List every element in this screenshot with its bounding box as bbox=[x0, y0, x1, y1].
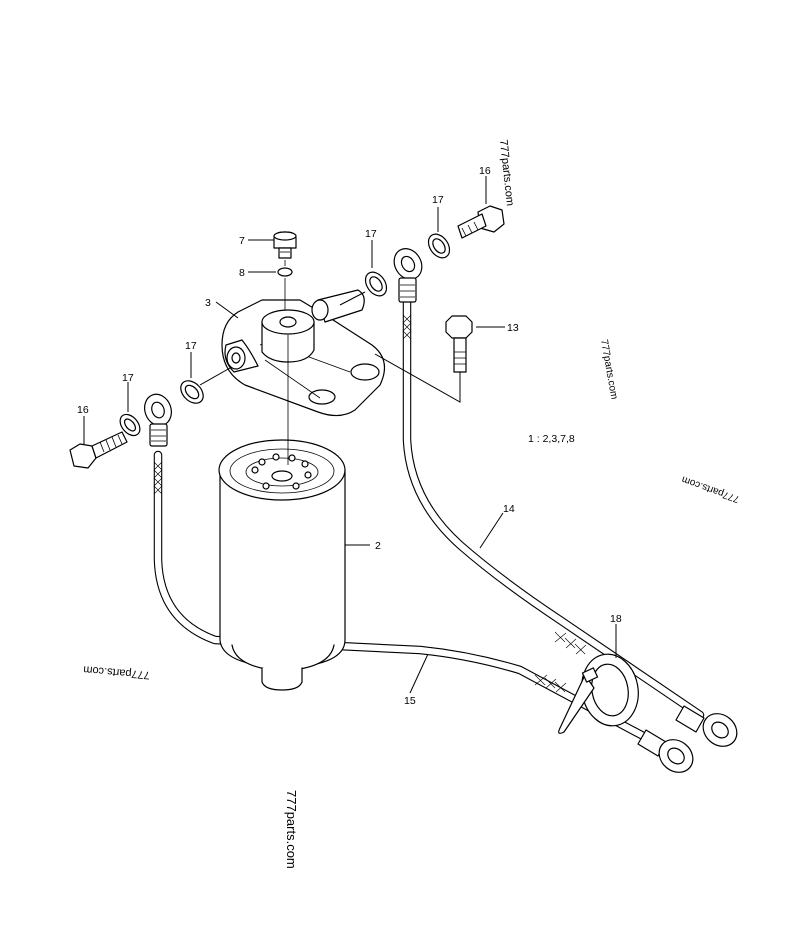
plug-screw-7 bbox=[273, 231, 297, 259]
banjo-eye-pipe-15-upper bbox=[144, 393, 172, 447]
pipe-14-braid-upper bbox=[402, 314, 412, 340]
callout-labels: 7 8 3 17 17 16 13 17 17 16 2 14 15 18 1 … bbox=[77, 165, 622, 707]
o-ring-8 bbox=[277, 267, 293, 277]
watermark-right-upper: 777parts.com bbox=[598, 339, 619, 401]
watermark-left: 777parts.com bbox=[83, 663, 150, 681]
watermark-bottom: 777parts.com bbox=[284, 790, 299, 869]
callout-2: 2 bbox=[375, 540, 381, 552]
callout-17-top-right: 17 bbox=[432, 194, 444, 206]
watermark-right-mid: 777parts.com bbox=[680, 473, 741, 504]
filter-head-bracket bbox=[221, 289, 386, 465]
seal-washer-17-left-head bbox=[180, 380, 204, 404]
hose-clamp-18 bbox=[558, 653, 639, 734]
callout-14: 14 bbox=[503, 503, 515, 515]
seal-washer-17-left-bolt bbox=[119, 413, 141, 437]
banjo-eye-pipe-15-lower bbox=[637, 729, 694, 773]
filter-cartridge bbox=[218, 439, 346, 691]
fuel-pipe-14 bbox=[402, 295, 705, 720]
callout-16-left: 16 bbox=[77, 404, 89, 416]
callout-3: 3 bbox=[205, 297, 211, 309]
seal-washer-17-top-right bbox=[427, 233, 451, 259]
callout-17-head-left: 17 bbox=[185, 340, 197, 352]
pipe-14-braid-lower bbox=[554, 631, 587, 655]
filter-top-holes bbox=[251, 453, 312, 490]
callout-17-bolt-left: 17 bbox=[122, 372, 134, 384]
watermark-top: 777parts.com bbox=[497, 139, 516, 207]
callout-13: 13 bbox=[507, 322, 519, 334]
callout-18: 18 bbox=[610, 613, 622, 625]
callout-8: 8 bbox=[239, 267, 245, 279]
banjo-eye-pipe-14-lower bbox=[675, 705, 738, 747]
seal-washer-17-upper-head bbox=[364, 271, 388, 297]
kit-note: 1 : 2,3,7,8 bbox=[528, 433, 575, 445]
banjo-eye-pipe-14-upper bbox=[393, 248, 423, 303]
watermarks: 777parts.com 777parts.com 777parts.com 7… bbox=[83, 139, 741, 869]
bolt-13 bbox=[445, 315, 473, 373]
pipe-15-braid-upper bbox=[153, 461, 163, 495]
callout-7: 7 bbox=[239, 235, 245, 247]
leader-lines bbox=[83, 176, 617, 694]
callout-17-head-upper: 17 bbox=[365, 228, 377, 240]
pipe-15-braid-lower bbox=[534, 674, 567, 693]
callout-16-top: 16 bbox=[479, 165, 491, 177]
callout-15: 15 bbox=[404, 695, 416, 707]
banjo-bolt-16-left bbox=[69, 431, 128, 469]
banjo-bolt-16-top bbox=[457, 205, 505, 239]
